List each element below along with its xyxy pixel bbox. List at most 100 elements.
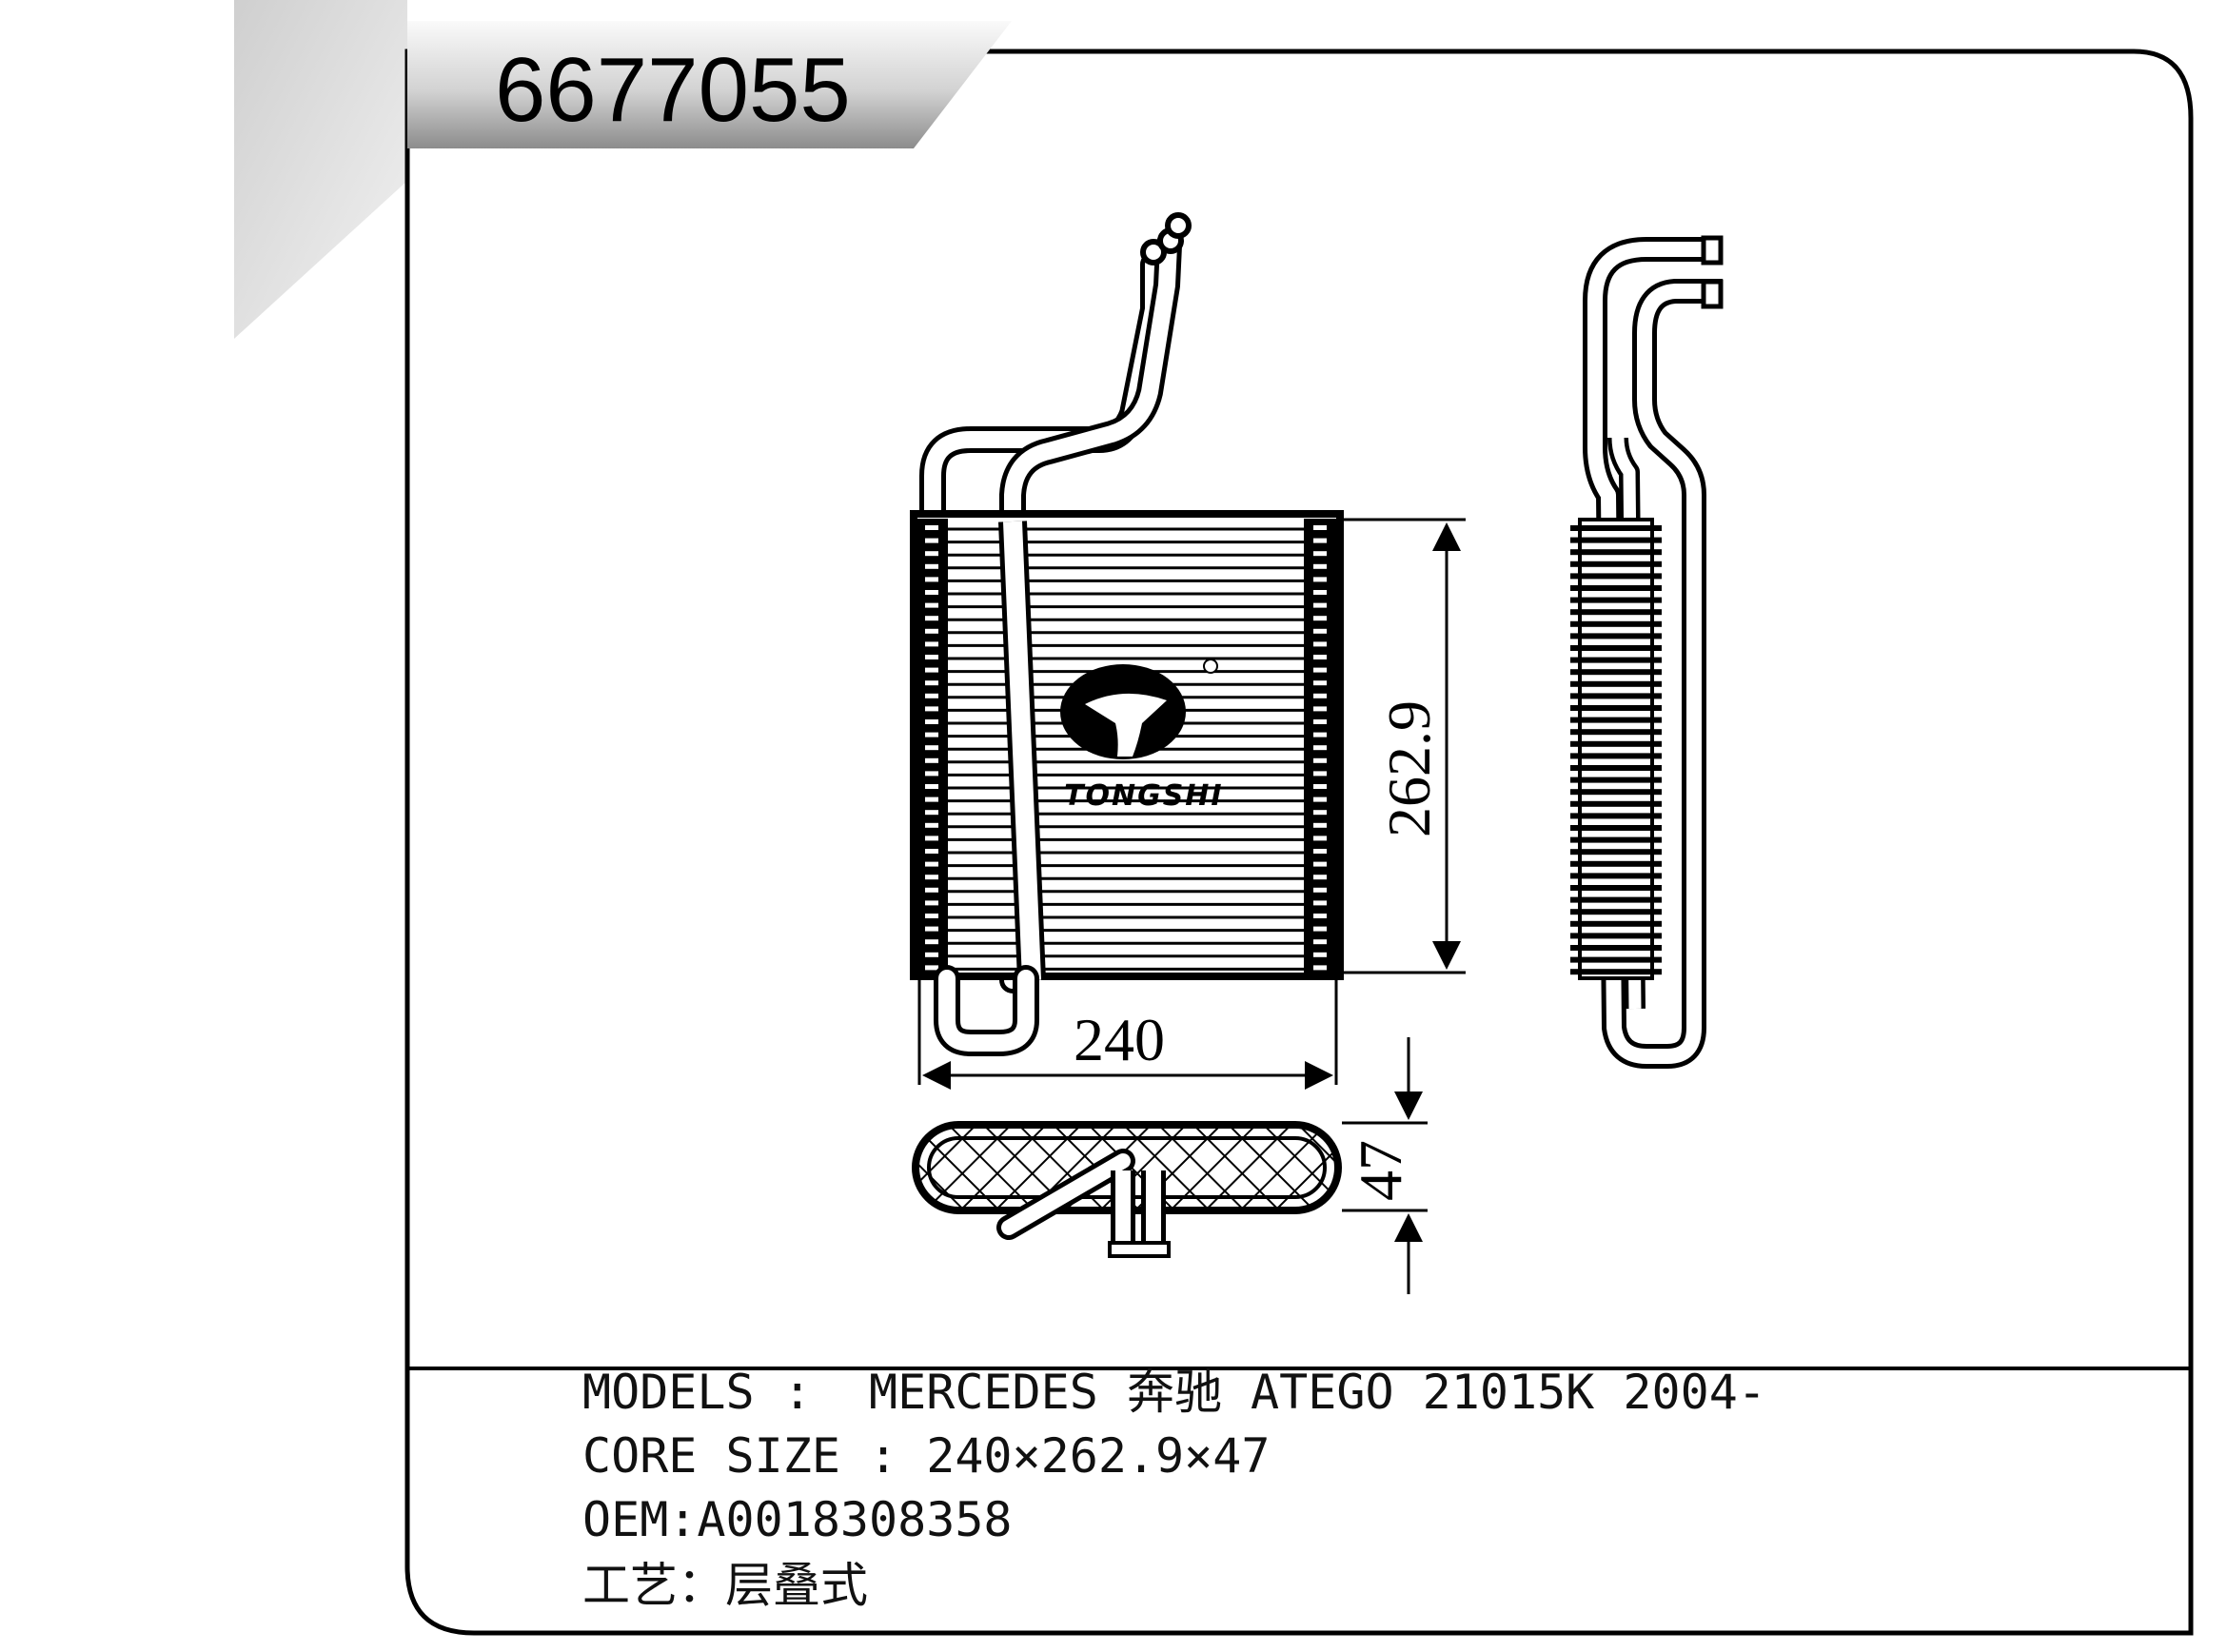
side-fin bbox=[1570, 680, 1662, 687]
header-slot bbox=[925, 551, 938, 557]
header-slot bbox=[925, 836, 938, 841]
tongshi-logo: TONGSHI bbox=[1060, 659, 1224, 813]
header-slot bbox=[925, 965, 938, 971]
header-slot bbox=[1313, 939, 1327, 945]
header-slot bbox=[1313, 538, 1327, 543]
header-slot bbox=[1313, 577, 1327, 582]
header-slot bbox=[925, 887, 938, 893]
side-fin bbox=[1570, 705, 1662, 711]
spec-oem: OEM:A0018308358 bbox=[582, 1492, 1013, 1547]
side-fin bbox=[1570, 849, 1662, 856]
header-slot bbox=[925, 680, 938, 686]
header-slot bbox=[925, 667, 938, 673]
header-slot bbox=[1313, 875, 1327, 880]
side-fin bbox=[1570, 945, 1662, 951]
side-fin bbox=[1570, 560, 1662, 567]
side-fin bbox=[1570, 669, 1662, 676]
header-slot bbox=[925, 914, 938, 918]
logo-wordmark: TONGSHI bbox=[1064, 779, 1224, 813]
header-slot bbox=[925, 563, 938, 569]
side-fin bbox=[1570, 525, 1662, 531]
part-number: 6677055 bbox=[495, 39, 851, 141]
dim-height-label: 262.9 bbox=[1375, 700, 1443, 837]
side-fin bbox=[1570, 909, 1662, 915]
header-slot bbox=[1313, 590, 1327, 595]
header-slot bbox=[1313, 926, 1327, 932]
side-fin bbox=[1570, 860, 1662, 867]
corner-tab bbox=[234, 0, 407, 339]
side-fin bbox=[1570, 740, 1662, 747]
side-fin bbox=[1570, 956, 1662, 963]
header-slot bbox=[925, 926, 938, 932]
header-slot bbox=[925, 577, 938, 582]
dim-depth-label: 47 bbox=[1347, 1140, 1414, 1201]
header-slot bbox=[925, 952, 938, 957]
header-slot bbox=[1313, 628, 1327, 634]
header-slot bbox=[1313, 810, 1327, 816]
side-fin bbox=[1570, 825, 1662, 831]
header-slot bbox=[925, 875, 938, 880]
header-slot bbox=[1313, 706, 1327, 712]
header-slot bbox=[925, 796, 938, 802]
header-slot bbox=[1313, 616, 1327, 621]
side-fin bbox=[1570, 609, 1662, 616]
side-view bbox=[1570, 235, 1724, 1069]
title-banner bbox=[407, 21, 1012, 148]
header-slot bbox=[925, 732, 938, 738]
header-slot bbox=[925, 641, 938, 647]
spec-models: MODELS : MERCEDES 奔驰 ATEGO 21015K 2004- bbox=[582, 1365, 1766, 1420]
header-slot bbox=[925, 525, 938, 530]
side-fin bbox=[1570, 969, 1662, 975]
side-fin bbox=[1570, 597, 1662, 603]
header-slot bbox=[1313, 796, 1327, 802]
header-slot bbox=[925, 900, 938, 906]
spec-process: 工艺：层叠式 bbox=[582, 1558, 868, 1613]
dim-width-label: 240 bbox=[1074, 1006, 1165, 1073]
header-slot bbox=[1313, 732, 1327, 738]
header-slot bbox=[1313, 887, 1327, 893]
side-fin bbox=[1570, 789, 1662, 796]
top-view: 47 bbox=[912, 1037, 1428, 1294]
side-fin bbox=[1570, 729, 1662, 736]
side-fitting-top bbox=[1701, 235, 1724, 266]
header-slot bbox=[1313, 849, 1327, 854]
side-fin bbox=[1570, 753, 1662, 759]
header-slot bbox=[1313, 693, 1327, 698]
header-slot bbox=[925, 719, 938, 724]
header-slot bbox=[1313, 525, 1327, 530]
side-fin bbox=[1570, 765, 1662, 771]
header-slot bbox=[1313, 822, 1327, 828]
side-fin bbox=[1570, 813, 1662, 819]
side-fin bbox=[1570, 585, 1662, 591]
header-slot bbox=[925, 939, 938, 945]
header-slot bbox=[1313, 602, 1327, 608]
header-slot bbox=[925, 822, 938, 828]
header-slot bbox=[1313, 914, 1327, 918]
side-fin bbox=[1570, 836, 1662, 843]
header-slot bbox=[1313, 680, 1327, 686]
header-slot bbox=[1313, 900, 1327, 906]
side-fin bbox=[1570, 873, 1662, 879]
header-slots bbox=[925, 525, 1327, 971]
header-slot bbox=[925, 628, 938, 634]
header-slot bbox=[925, 771, 938, 777]
side-fin bbox=[1570, 620, 1662, 627]
header-slot bbox=[1313, 719, 1327, 724]
header-slot bbox=[925, 849, 938, 854]
header-slot bbox=[1313, 667, 1327, 673]
outer-frame bbox=[404, 49, 2194, 1636]
header-slot bbox=[925, 810, 938, 816]
side-fin bbox=[1570, 549, 1662, 556]
side-fin bbox=[1570, 645, 1662, 651]
inlet-pipe-outline bbox=[919, 251, 1167, 532]
header-slot bbox=[925, 616, 938, 621]
header-slot bbox=[925, 655, 938, 659]
spec-core-size: CORE SIZE : 240×262.9×47 bbox=[582, 1428, 1271, 1484]
side-fin bbox=[1570, 717, 1662, 723]
header-slot bbox=[1313, 861, 1327, 867]
header-slot bbox=[1313, 563, 1327, 569]
side-fin bbox=[1570, 933, 1662, 939]
header-slot bbox=[925, 861, 938, 867]
side-fin bbox=[1570, 633, 1662, 639]
